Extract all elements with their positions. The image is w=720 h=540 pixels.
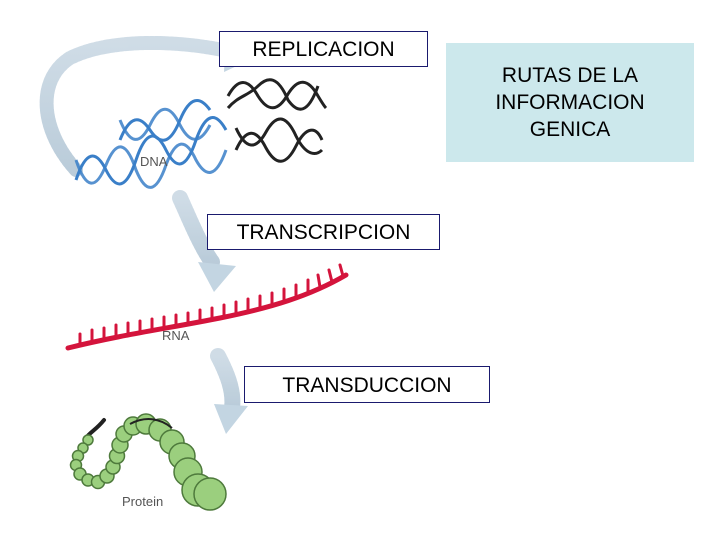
title-box: RUTAS DE LA INFORMACION GENICA xyxy=(446,43,694,162)
translation-arrow xyxy=(210,348,248,434)
title-line-2: INFORMACION xyxy=(495,91,645,114)
title-line-1: RUTAS DE LA xyxy=(501,64,639,87)
protein-chain xyxy=(69,413,227,511)
transcription-label: TRANSCRIPCION xyxy=(207,214,440,250)
protein-label: Protein xyxy=(122,494,164,509)
dna-label: DNA xyxy=(140,154,168,169)
rna-label: RNA xyxy=(162,328,190,343)
replication-label: REPLICACION xyxy=(219,31,428,67)
dna-helix-lower xyxy=(74,116,324,189)
translation-label: TRANSDUCCION xyxy=(244,366,490,403)
title-line-3: GENICA xyxy=(529,118,611,141)
transcription-arrow xyxy=(172,190,236,292)
dna-helix-upper xyxy=(118,78,328,142)
rna-strand xyxy=(65,263,349,351)
